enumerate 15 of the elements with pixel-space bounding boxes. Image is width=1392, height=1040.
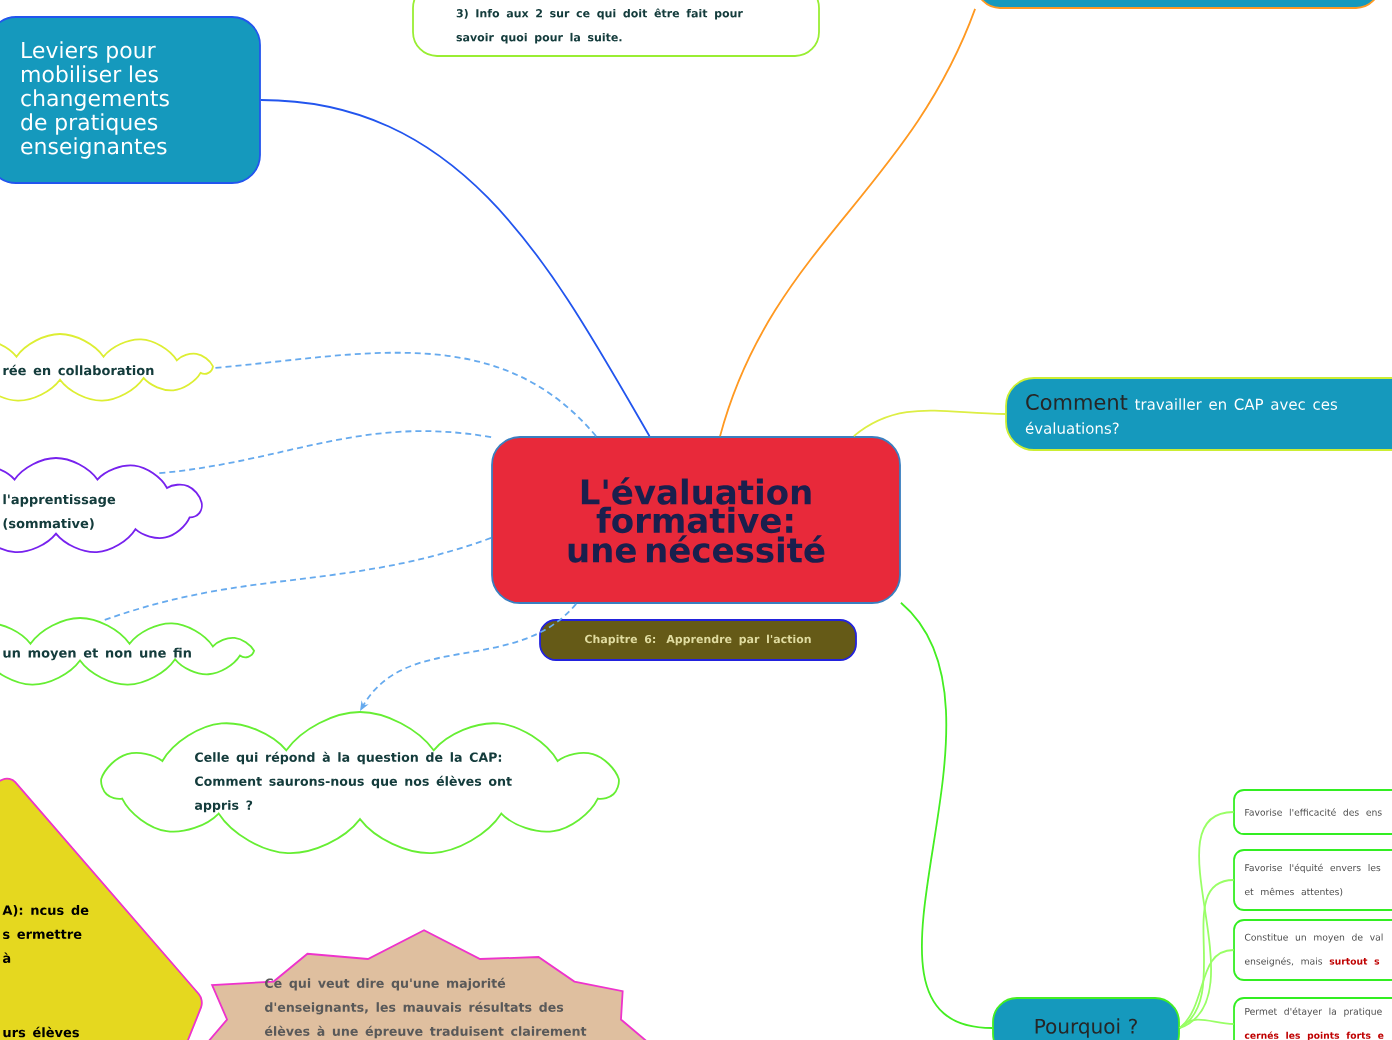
topic-box: Leviers pour mobiliser les changements de pratiques enseignantes — [0, 16, 261, 184]
connector-line — [1179, 1018, 1235, 1029]
connector-line — [1179, 949, 1235, 1029]
topic-box — [975, 0, 1381, 9]
connector-line — [852, 409, 1006, 437]
connector-line — [719, 8, 976, 437]
connector-line — [155, 430, 492, 475]
connector-line — [1179, 879, 1235, 1029]
connector-line — [900, 601, 993, 1029]
connector-line — [260, 99, 651, 437]
topic-box: Pourquoi ? — [992, 997, 1180, 1040]
connector-line — [1179, 811, 1235, 1029]
connector-line — [212, 351, 597, 437]
central-topic-box: L'évaluation formative: une nécessité — [491, 436, 901, 604]
connector-line — [100, 537, 492, 622]
